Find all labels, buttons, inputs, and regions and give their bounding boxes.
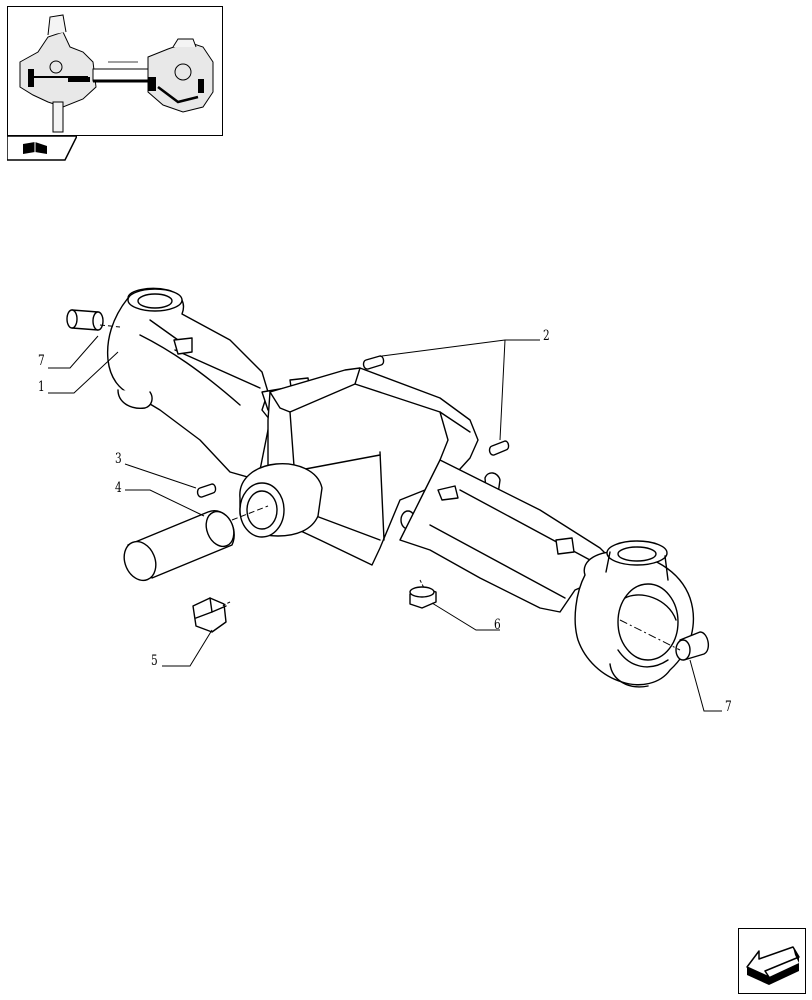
callout-label-5: 5 <box>151 653 158 669</box>
sleeve-part-4 <box>123 510 235 582</box>
callout-label-4: 4 <box>115 480 122 496</box>
plug-part-5 <box>192 597 227 633</box>
bushing-left <box>66 309 104 331</box>
callout-label-3: 3 <box>115 451 122 467</box>
pin-part-3 <box>196 483 217 498</box>
dowel-pins <box>362 355 510 456</box>
thumbnail-tab[interactable] <box>6 135 79 162</box>
back-arrow-icon <box>746 946 800 985</box>
bushing-right <box>675 631 710 661</box>
callout-label-1: 1 <box>38 379 45 395</box>
back-navigation-button[interactable] <box>738 928 806 994</box>
callout-label-6: 6 <box>494 617 501 633</box>
callout-label-7-left: 7 <box>38 353 45 369</box>
assembly-thumbnail[interactable] <box>7 6 223 136</box>
axle-assembly-thumbnail-icon <box>19 14 214 133</box>
callout-label-7-right: 7 <box>725 699 732 715</box>
callout-label-2: 2 <box>543 328 550 344</box>
book-icon <box>23 142 47 154</box>
axle-housing <box>106 287 695 688</box>
plug-part-6 <box>409 586 437 609</box>
leader-lines <box>48 324 722 712</box>
